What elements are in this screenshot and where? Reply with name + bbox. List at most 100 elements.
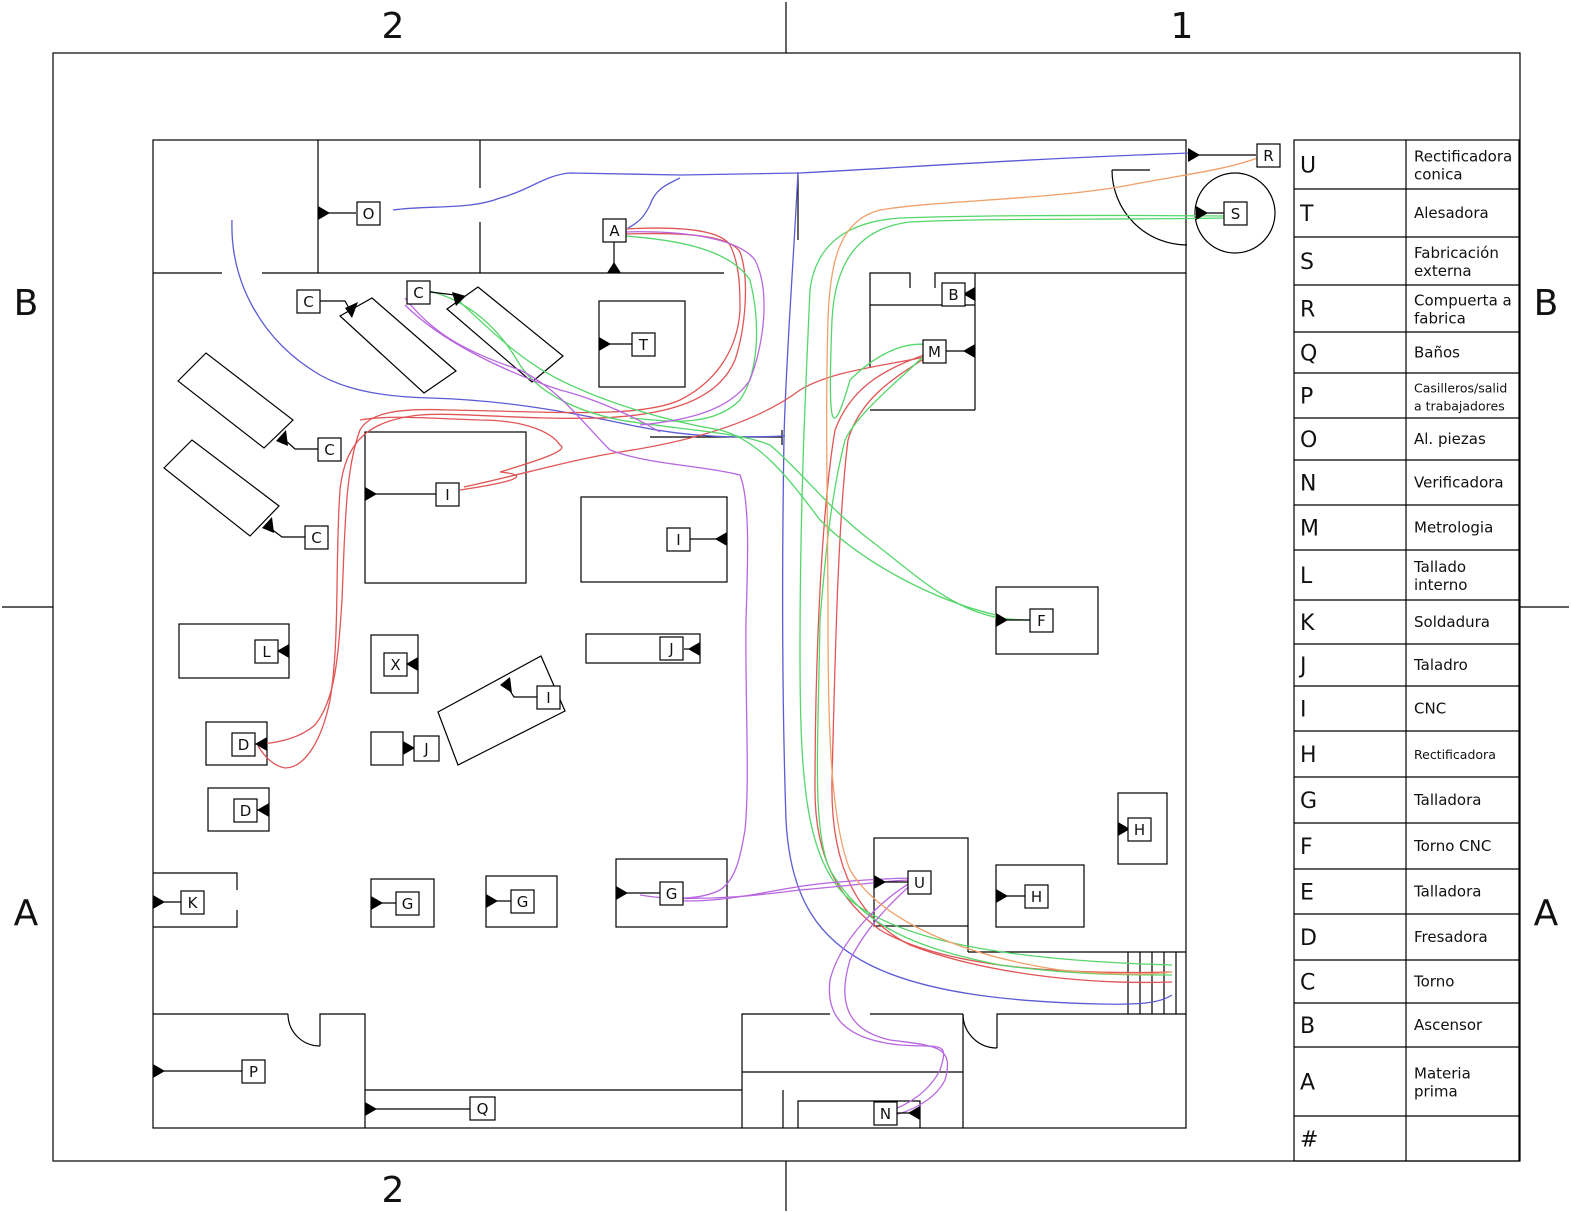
svg-text:U: U [914,874,925,892]
legend-code: R [1300,298,1315,323]
station-u: U [907,870,932,895]
legend-desc-line1: Compuerta a [1414,292,1512,310]
legend-desc-line2: prima [1414,1083,1458,1101]
station-o: O [356,201,381,226]
legend-code: T [1299,202,1314,227]
svg-text:L: L [262,643,271,661]
station-k: K [180,890,205,915]
svg-text:P: P [249,1063,258,1081]
legend-desc: Metrologia [1414,519,1493,537]
station-c-3: C [317,437,342,462]
legend-code: C [1300,971,1315,996]
station-a: A [602,218,627,243]
svg-text:I: I [445,486,449,504]
station-j-2: J [413,735,440,762]
svg-text:S: S [1231,205,1241,223]
grid-row-label-right-a: A [1534,893,1559,934]
station-g-3: G [659,881,684,906]
station-t: T [631,332,656,357]
svg-text:C: C [303,293,313,311]
legend-desc: Baños [1414,344,1460,362]
legend-desc: Ascensor [1414,1016,1483,1034]
legend-desc: Rectificadora [1414,747,1496,762]
station-c-4: C [304,525,329,550]
station-b: B [941,282,966,307]
station-s: S [1223,201,1248,226]
station-c-2: C [406,280,431,305]
station-labels: O A R S B M T C C C C I I I J J X L D D … [180,143,1281,1126]
station-l: L [254,639,279,664]
legend-desc-line2: conica [1414,166,1463,184]
svg-text:A: A [609,222,620,240]
legend-code: P [1300,385,1313,410]
grid-row-label-right-b: B [1534,283,1559,324]
svg-text:O: O [363,205,375,223]
legend-code: H [1300,743,1317,768]
station-g-2: G [510,889,535,914]
station-c-1: C [296,289,321,314]
legend-code: D [1300,926,1317,951]
station-h-2: H [1024,884,1049,909]
svg-text:M: M [928,343,941,361]
svg-text:C: C [324,441,334,459]
legend-code: N [1300,472,1316,497]
station-x: X [383,652,408,677]
legend-desc-line1: Casilleros/salid [1414,381,1507,396]
legend-desc-line2: interno [1414,576,1467,594]
svg-text:B: B [948,286,958,304]
legend-desc: Soldadura [1414,613,1490,631]
grid-row-label-left-b: B [14,283,39,324]
legend-desc: Taladro [1413,656,1468,674]
station-i-2: I [666,527,691,552]
legend-desc: Talladora [1413,883,1481,901]
legend-desc-line1: Tallado [1413,558,1466,576]
station-d-1: D [231,732,256,757]
station-i-3: I [536,685,561,710]
svg-text:K: K [188,894,199,912]
grid-col-label-top-1: 1 [1171,6,1194,47]
grid-labels: 2 1 2 B A B A [14,6,1559,1211]
legend-code: A [1300,1071,1315,1096]
station-markers [153,148,1256,1120]
machines [163,172,1276,928]
svg-text:D: D [240,802,252,820]
legend-desc-line1: Materia [1414,1065,1471,1083]
legend-desc: Verificadora [1414,474,1504,492]
svg-text:T: T [638,336,649,354]
legend-desc: Torno CNC [1413,837,1491,855]
svg-text:H: H [1134,821,1145,839]
svg-text:J: J [423,740,428,758]
legend-code: I [1300,698,1307,723]
svg-text:Q: Q [477,1100,489,1118]
svg-text:D: D [238,736,250,754]
svg-text:I: I [676,531,680,549]
station-n: N [873,1101,898,1126]
legend-code: U [1300,154,1316,179]
station-i-1: I [435,482,460,507]
legend-code: E [1300,881,1314,906]
path-blue [392,152,1191,211]
station-j-1: J [659,636,684,661]
station-f: F [1029,608,1054,633]
legend-desc: Torno [1413,973,1454,991]
station-g-1: G [395,891,420,916]
svg-text:C: C [311,529,321,547]
station-m: M [922,339,947,364]
legend-code: O [1300,428,1317,453]
grid-row-label-left-a: A [14,893,39,934]
svg-text:C: C [413,284,423,302]
movement-paths [231,152,1266,1117]
legend-code: J [1298,654,1307,679]
legend-desc-line1: Fabricación [1414,244,1499,262]
svg-text:G: G [666,885,678,903]
legend-desc: Al. piezas [1414,430,1486,448]
svg-text:H: H [1031,888,1042,906]
legend-desc-line2: externa [1414,262,1472,280]
legend-desc: Alesadora [1414,204,1489,222]
svg-text:R: R [1263,147,1273,165]
legend-code: B [1300,1014,1315,1039]
legend-code: Q [1300,342,1317,367]
